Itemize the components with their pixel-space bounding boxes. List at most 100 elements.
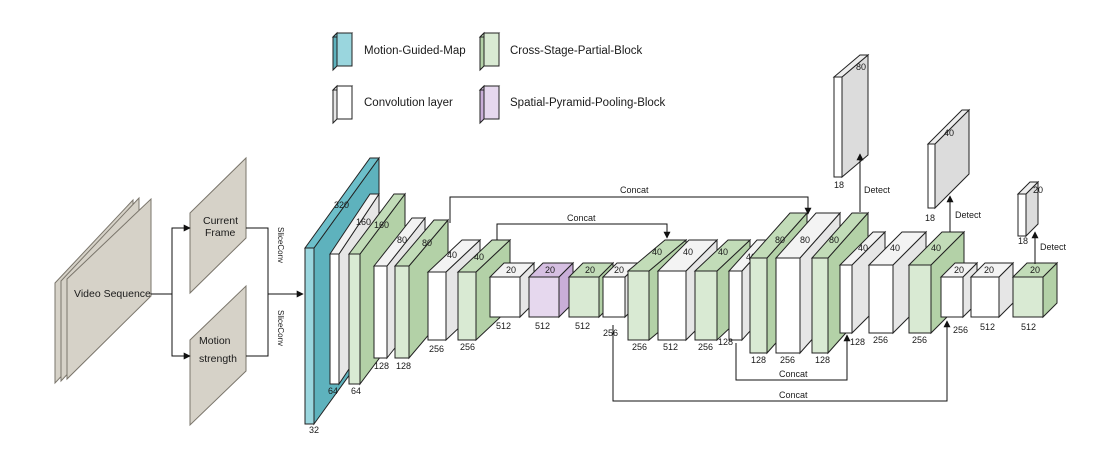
- detect-label-3: Detect: [1040, 242, 1067, 252]
- detect-head-1-spatial-size: 80: [856, 62, 866, 72]
- block-5-channels: 128: [396, 361, 411, 371]
- block-1-channels: 32: [309, 425, 319, 435]
- sliceconv-label-top: SliceConv: [276, 227, 285, 263]
- detect-head-2-front: [927, 143, 936, 209]
- block-10-spatial-size: 20: [585, 265, 595, 275]
- current-frame-label: Current Frame: [203, 215, 241, 239]
- block-21-channels: 256: [912, 335, 927, 345]
- block-24-channels: 512: [1021, 322, 1036, 332]
- concat-arrow-2: [496, 223, 671, 240]
- detect-label-2: Detect: [955, 210, 982, 220]
- block-14-csp-front: [694, 270, 718, 341]
- concat-arrow-3: [735, 334, 851, 381]
- concat-label-2: Concat: [567, 213, 596, 223]
- block-20-conv-front: [868, 264, 894, 334]
- block-2-conv-front: [329, 253, 340, 385]
- legend-convolution-layer: Convolution layer: [331, 84, 453, 125]
- block-2-channels: 64: [328, 386, 338, 396]
- block-13-channels: 512: [663, 342, 678, 352]
- sliceconv-label-bottom: SliceConv: [276, 310, 285, 346]
- motion-strength-label: Motion strength: [199, 335, 237, 365]
- block-22-conv: 20 256: [939, 261, 979, 335]
- block-23-conv: 20 512: [969, 261, 1015, 332]
- video-sequence-label: Video Sequence: [74, 288, 151, 300]
- block-16-csp-front: [749, 257, 768, 354]
- block-3-spatial-size: 160: [374, 220, 389, 230]
- block-6-conv-front: [427, 271, 447, 341]
- block-22-channels: 256: [953, 325, 968, 335]
- detect-head-1-front: [833, 76, 843, 178]
- block-19-conv-front: [839, 264, 853, 334]
- block-4-channels: 128: [374, 361, 389, 371]
- block-14-channels: 256: [698, 342, 713, 352]
- detect-head-3-front: [1017, 193, 1027, 237]
- video-sequence-stack: Video Sequence: [54, 196, 152, 385]
- block-14-spatial-size: 40: [718, 247, 728, 257]
- block-23-channels: 512: [980, 322, 995, 332]
- block-9-spp-front: [528, 276, 560, 318]
- block-8-spatial-size: 20: [506, 265, 516, 275]
- legend-convolution-layer-label: Convolution layer: [364, 97, 453, 109]
- block-20-spatial-size: 40: [890, 243, 900, 253]
- legend-motion-guided-map-label: Motion-Guided-Map: [364, 45, 466, 57]
- motion-strength-plane: Motion strength: [189, 284, 247, 427]
- block-15-channels: 128: [718, 337, 733, 347]
- block-1-motion-front: [304, 247, 315, 425]
- block-12-csp-front: [627, 270, 650, 341]
- concat-arrow-4: [612, 320, 951, 402]
- block-12-channels: 256: [632, 342, 647, 352]
- legend-spatial-pyramid-pooling-block-label: Spatial-Pyramid-Pooling-Block: [510, 97, 666, 109]
- block-3-csp-front: [348, 253, 361, 385]
- legend-spatial-pyramid-pooling-block: Spatial-Pyramid-Pooling-Block: [478, 84, 666, 125]
- input-connectors: SliceConv SliceConv: [151, 224, 304, 360]
- block-23-spatial-size: 20: [984, 265, 994, 275]
- block-20-channels: 256: [873, 335, 888, 345]
- current-frame-plane: Current Frame: [189, 156, 247, 295]
- block-18-csp-front: [811, 257, 829, 354]
- block-1-spatial-size: 320: [334, 200, 349, 210]
- detect-head-3-spatial-size: 20: [1033, 185, 1043, 195]
- legend-cross-stage-partial-block: Cross-Stage-Partial-Block: [478, 31, 643, 72]
- concat-label-4: Concat: [779, 390, 808, 400]
- block-8-channels: 512: [496, 321, 511, 331]
- detect-label-1: Detect: [864, 185, 891, 195]
- block-4-conv-front: [373, 265, 388, 359]
- block-12-spatial-size: 40: [652, 247, 662, 257]
- block-11-channels: 256: [603, 328, 618, 338]
- block-16-channels: 128: [751, 355, 766, 365]
- block-21-csp-front: [908, 264, 932, 334]
- block-17-spatial-size: 80: [800, 235, 810, 245]
- block-5-spatial-size: 80: [422, 238, 432, 248]
- block-4-spatial-size: 80: [397, 235, 407, 245]
- block-22-spatial-size: 20: [954, 265, 964, 275]
- block-7-spatial-size: 40: [474, 252, 484, 262]
- block-9-channels: 512: [535, 321, 550, 331]
- block-19-channels: 128: [850, 337, 865, 347]
- block-10-channels: 512: [575, 321, 590, 331]
- block-9-spp: 20 512: [527, 261, 575, 331]
- block-5-csp-front: [394, 265, 410, 359]
- block-17-conv-front: [775, 257, 801, 354]
- legend: Motion-Guided-Map Cross-Stage-Partial-Bl…: [331, 31, 666, 125]
- block-8-conv-front: [489, 276, 521, 318]
- detect-head-3-channels: 18: [1018, 236, 1028, 246]
- detect-head-2-channels: 18: [925, 213, 935, 223]
- block-9-spatial-size: 20: [545, 265, 555, 275]
- block-8-conv: 20 512: [488, 261, 536, 331]
- block-15-conv-front: [728, 270, 743, 341]
- block-24-spatial-size: 20: [1030, 265, 1040, 275]
- concat-label-1: Concat: [620, 185, 649, 195]
- concat-label-3: Concat: [779, 369, 808, 379]
- block-13-conv-front: [657, 270, 687, 341]
- block-6-spatial-size: 40: [447, 250, 457, 260]
- block-17-channels: 256: [780, 355, 795, 365]
- block-10-csp-front: [568, 276, 600, 318]
- block-22-conv-front: [940, 276, 964, 318]
- block-23-conv-front: [970, 276, 1000, 318]
- block-24-csp: 20 512: [1011, 261, 1059, 332]
- legend-motion-guided-map: Motion-Guided-Map: [331, 31, 466, 72]
